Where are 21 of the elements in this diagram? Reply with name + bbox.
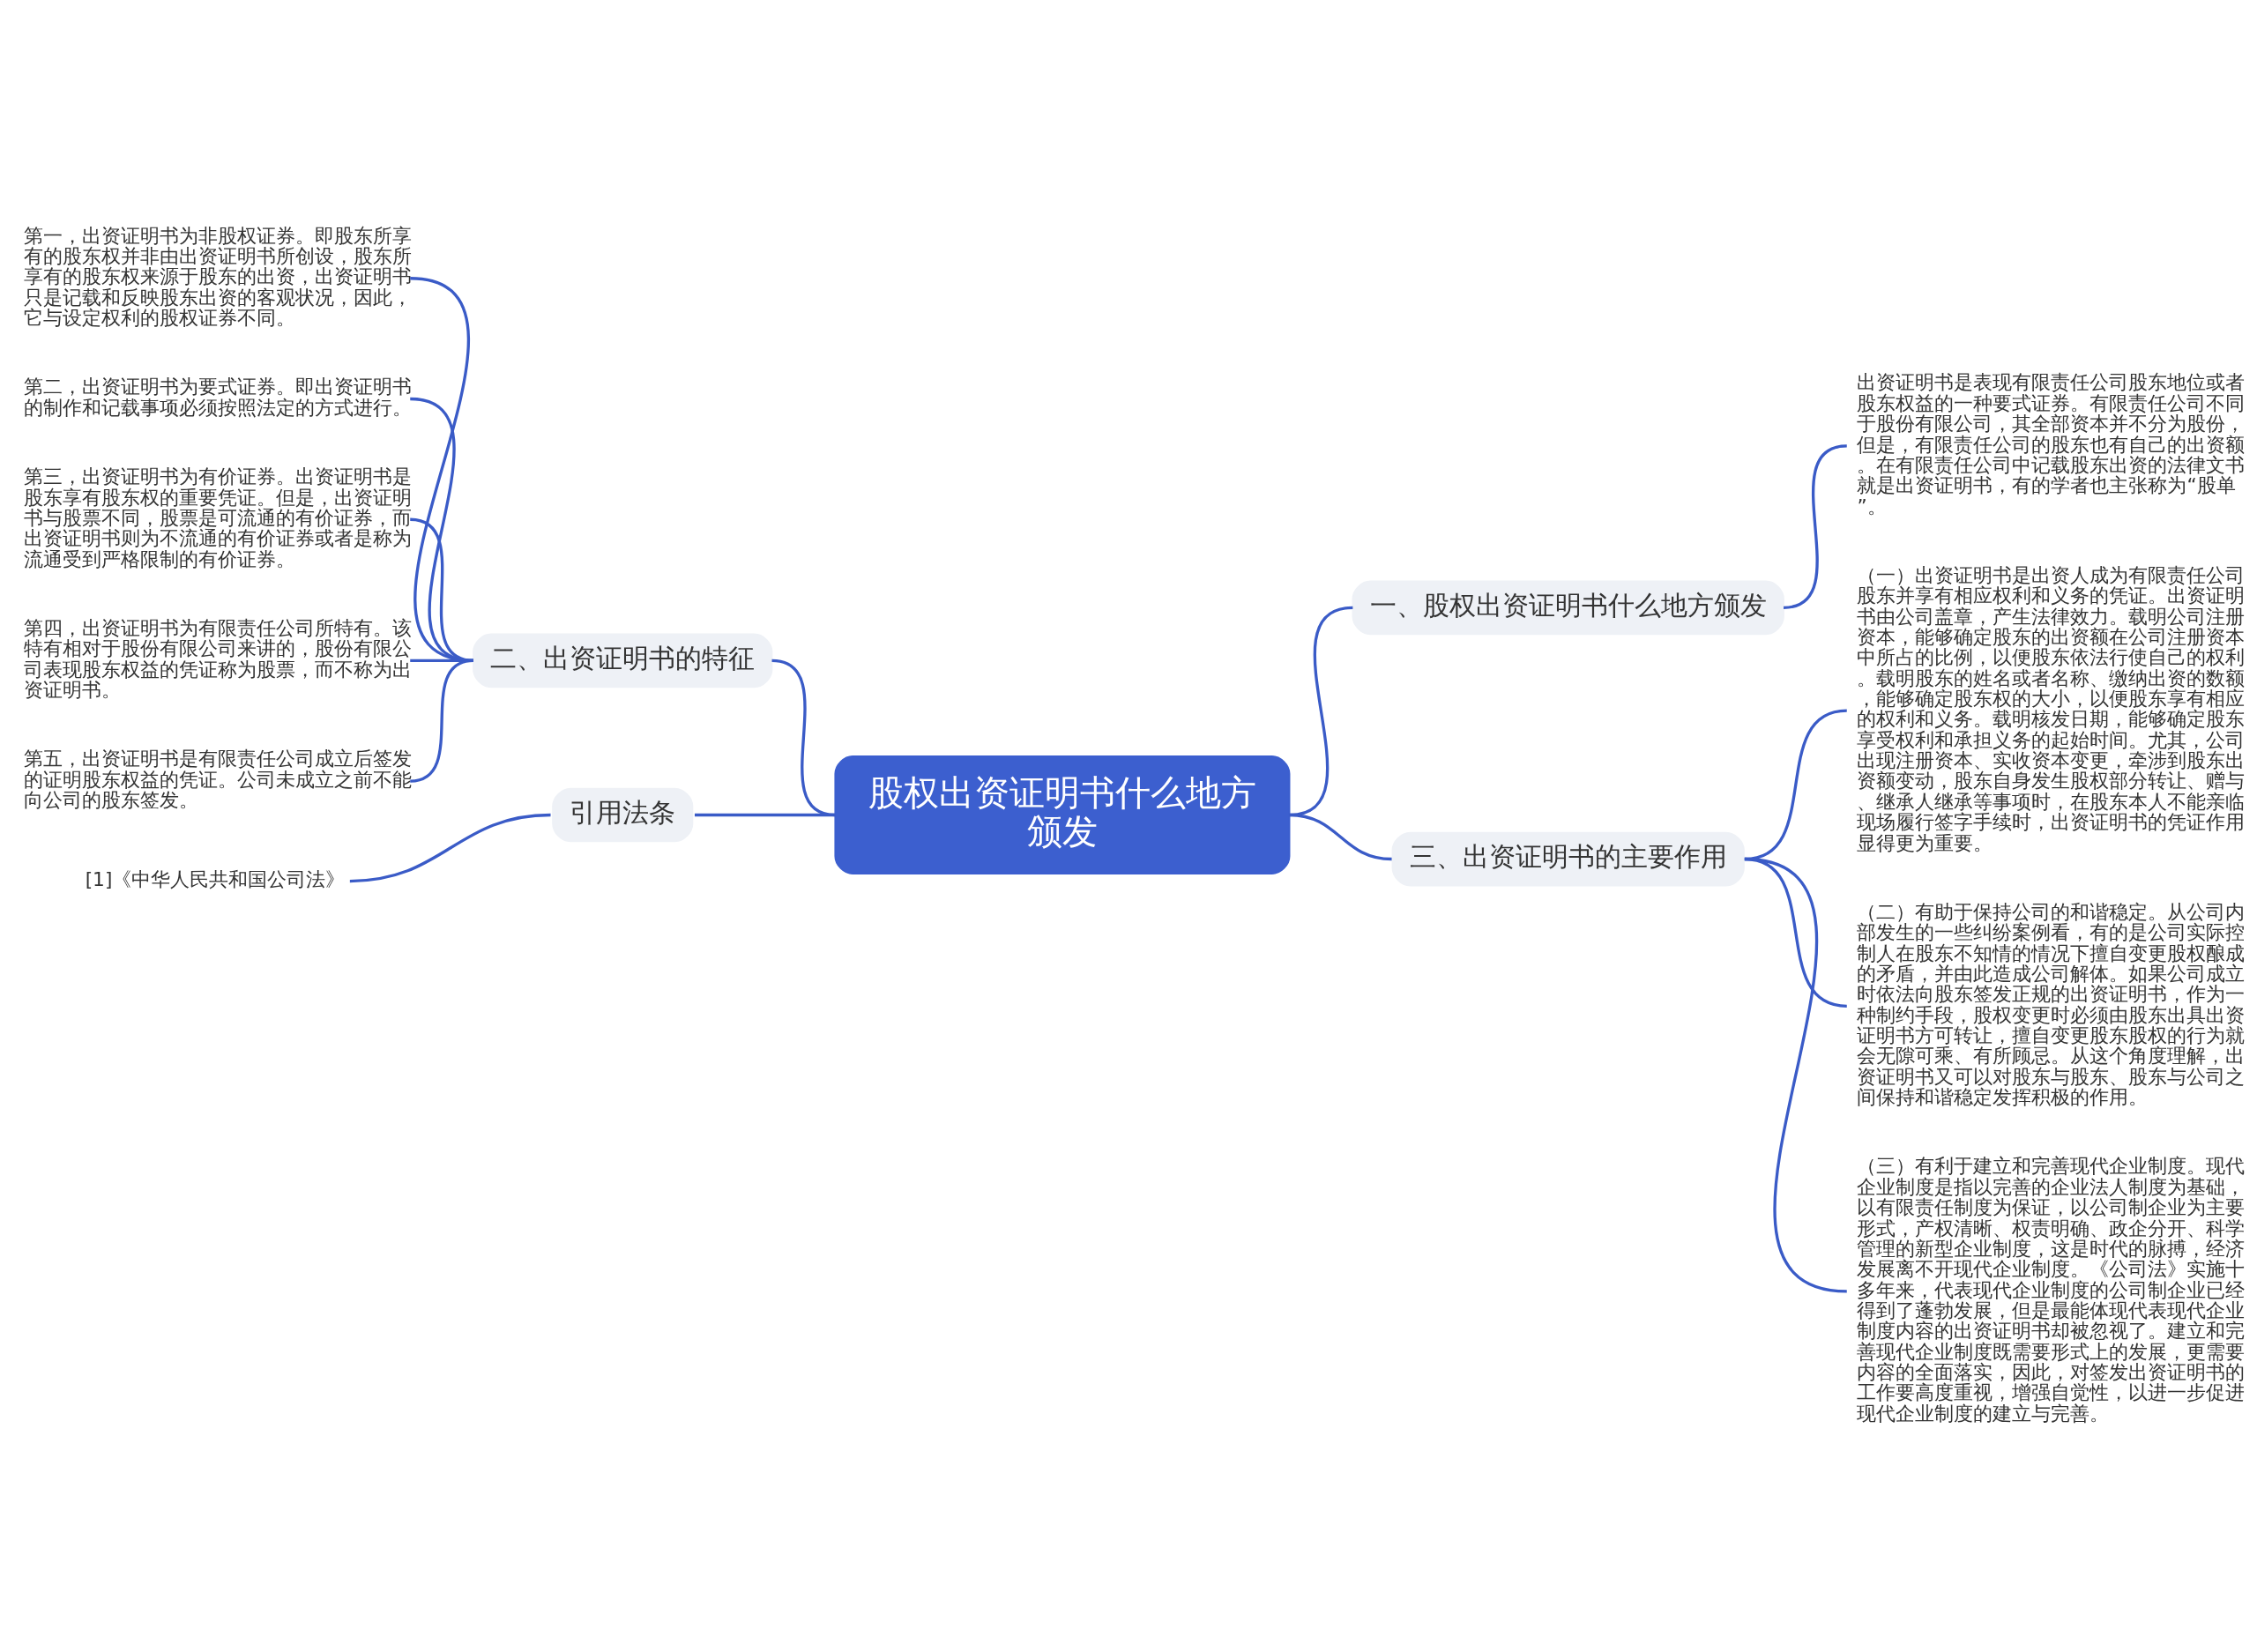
connector xyxy=(1289,813,1392,861)
connector xyxy=(1783,444,1848,609)
node-text: [1]《中华人民共和国公司法》 xyxy=(85,868,346,891)
connector xyxy=(695,813,836,817)
node-text: 出资证明书是表现有限责任公司股东地位或者股东权益的一种要式证券。有限责任公司不同于股份有限公司，其全部资本并不分为股份，但是，有限责任公司的股东也有自己的出资额。在有限责任公司中记载股东出资的法律文书就是出资证明书，有的学者也主张称为“股单”。 xyxy=(1857,371,2246,517)
connector xyxy=(349,813,551,883)
node-text: 第四，出资证明书为有限责任公司所特有。该特有相对于股份有限公司来讲的，股份有限公司表现股东权益的凭证称为股票，而不称为出资证明书。 xyxy=(23,617,412,702)
node-text: 第二，出资证明书为要式证券。即出资证明书的制作和记载事项必须按照法定的方式进行。 xyxy=(23,376,412,419)
node-box: 股权出资证明书什么地方颁发 xyxy=(834,755,1291,875)
node-text: 第三，出资证明书为有价证券。出资证明书是股东享有股东权的重要凭证。但是，出资证明书与股票不同，股票是可流通的有价证券，而出资证明书则为不流通的有价证券或者是称为流通受到严格限制的有价证券。 xyxy=(23,465,412,570)
node-text: （二）有助于保持公司的和谐稳定。从公司内部发生的一些纠纷案例看，有的是公司实际控制人在股东不知情的情况下擅自变更股权酿成的矛盾，并由此造成公司解体。如果公司成立时依法向股东签发正规的出资证明书，作为一种制约手段，股权变更时必须由股东出具出资证明书方可转让，擅自变更股东股权的行为就会无隙可乘、有所顾忌。从这个角度理解，出资证明书又可以对股东与股东、股东与公司之间保持和谐稳定发挥积极的作用。 xyxy=(1857,900,2246,1109)
node-box: 引用法条 xyxy=(552,787,694,843)
node-box: 一、股权出资证明书什么地方颁发 xyxy=(1352,580,1784,636)
connector xyxy=(1744,857,1848,1293)
node-text: 第五，出资证明书是有限责任公司成立后签发的证明股东权益的凭证。公司未成立之前不能向公司的股东签发。 xyxy=(23,748,412,812)
node-text: 第一，出资证明书为非股权证券。即股东所享有的股东权并非由出资证明书所创设，股东所享有的股东权来源于股东的出资，出资证明书只是记载和反映股东出资的客观状况，因此，它与设定权利的股权证券不同。 xyxy=(23,224,412,330)
node-box: 三、出资证明书的主要作用 xyxy=(1391,831,1745,887)
node-text: （三）有利于建立和完善现代企业制度。现代企业制度是指以完善的企业法人制度为基础，以有限责任制度为保证，以公司制企业为主要形式，产权清晰、权责明确、政企分开、科学管理的新型企业制度，这是时代的脉搏，经济发展离不开现代企业制度。《公司法》实施十多年来，代表现代企业制度的公司制企业已经得到了蓬勃发展，但是最能体现代表现代企业制度内容的出资证明书却被忽视了。建立和完善现代企业制度既需要形式上的发展，更需要内容的全面落实，因此，对签发出资证明书的工作要高度重视，增强自觉性，以进一步促进现代企业制度的建立与完善。 xyxy=(1857,1155,2246,1425)
node-box: 二、出资证明书的特征 xyxy=(473,633,773,688)
connector xyxy=(409,659,474,783)
node-text: （一）出资证明书是出资人成为有限责任公司股东并享有相应权利和义务的凭证。出资证明书由公司盖章，产生法律效力。载明公司注册资本，能够确定股东的出资额在公司注册资本中所占的比例，以便股东依法行使自己的权利。载明股东的姓名或者名称、缴纳出资的数额，能够确定股东权的大小，以便股东享有相应的权利和义务。载明核发日期，能够确定股东享受权利和承担义务的起始时间。尤其，公司出现注册资本、实收资本变更，牵涉到股东出资额变动，股东自身发生股权部分转让、赠与、继承人继承等事项时，在股东本人不能亲临现场履行签字手续时，出资证明书的凭证作用显得更为重要。 xyxy=(1857,563,2246,854)
